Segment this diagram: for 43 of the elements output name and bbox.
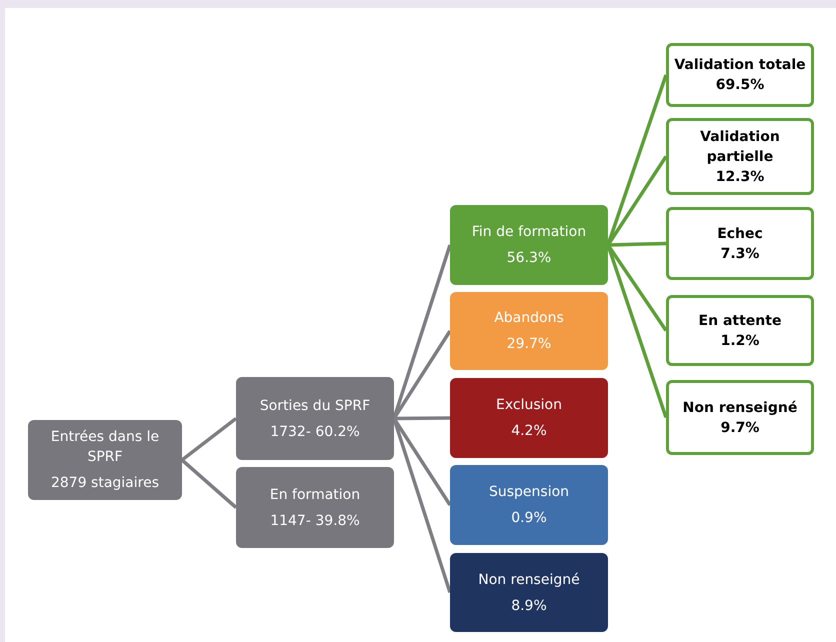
- category-box: [236, 377, 394, 460]
- category-box: [666, 295, 814, 366]
- category-value: 4.2%: [511, 422, 547, 441]
- category-box: [666, 207, 814, 280]
- category-label: Non renseigné: [682, 398, 798, 418]
- category-value: 69.5%: [716, 76, 764, 95]
- category-label: Echec: [717, 224, 763, 244]
- connector-line: [608, 242, 666, 247]
- category-label: Sorties du SPRF: [260, 396, 370, 416]
- category-label: Non renseigné: [478, 570, 580, 590]
- category-box: [450, 378, 608, 458]
- category-value: 7.3%: [720, 244, 760, 264]
- category-label: Validation partielle: [699, 128, 781, 166]
- category-value: 56.3%: [506, 249, 552, 268]
- category-value: 12.3%: [716, 168, 764, 186]
- category-value: 1.2%: [720, 332, 760, 350]
- category-value: 29.7%: [506, 335, 552, 354]
- category-box: [28, 420, 182, 500]
- category-value: 8.9%: [511, 596, 547, 616]
- category-label: Entrées dans le SPRF: [50, 428, 160, 467]
- category-box: [450, 553, 608, 632]
- category-value: 9.7%: [720, 418, 760, 438]
- category-label: Validation totale: [674, 56, 806, 75]
- category-box: [450, 465, 608, 545]
- category-label: Suspension: [488, 483, 570, 502]
- connector-line: [180, 458, 238, 509]
- connector-line: [180, 417, 238, 462]
- category-box: [450, 205, 608, 285]
- category-box: [450, 292, 608, 370]
- category-label: Abandons: [494, 309, 564, 328]
- category-label: En attente: [698, 312, 782, 330]
- category-box: [666, 380, 814, 455]
- category-value: 0.9%: [511, 509, 547, 528]
- category-value: 2879 stagiaires: [50, 474, 160, 493]
- connector-line: [394, 416, 450, 420]
- category-box: [666, 43, 814, 107]
- category-box: [666, 118, 814, 195]
- category-label: Fin de formation: [472, 223, 586, 242]
- category-value: 1147- 39.8%: [270, 512, 360, 530]
- category-value: 1732- 60.2%: [270, 422, 360, 442]
- category-box: [236, 467, 394, 548]
- category-label: En formation: [270, 486, 360, 504]
- category-label: Exclusion: [496, 396, 562, 415]
